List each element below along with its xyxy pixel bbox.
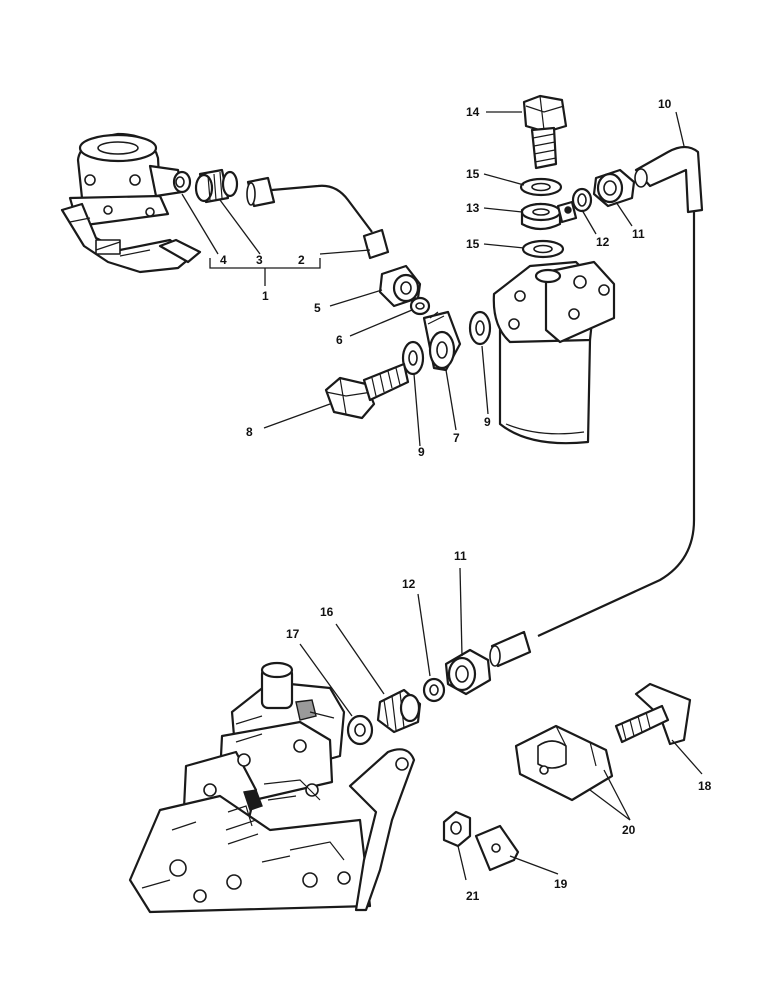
callout-9-right: 9 [484, 415, 491, 429]
callout-8: 8 [246, 425, 253, 439]
callout-2: 2 [298, 253, 305, 267]
fuel-lift-pump [60, 132, 202, 274]
part-2-sleeve-b [362, 228, 390, 260]
part-21-nut [442, 810, 472, 848]
callout-12-lower: 12 [402, 577, 416, 591]
part-6-olive [409, 296, 431, 316]
callout-15-lower: 15 [466, 237, 480, 251]
callout-15-upper: 15 [466, 167, 480, 181]
part-4-washer [172, 170, 192, 194]
callout-3: 3 [256, 253, 263, 267]
part-8-banjo-bolt [324, 362, 410, 420]
callout-20: 20 [622, 823, 636, 837]
part-16-connector [376, 688, 422, 734]
callout-5: 5 [314, 301, 321, 315]
fuel-filter [492, 260, 616, 445]
callout-18: 18 [698, 779, 712, 793]
callout-11-lower: 11 [454, 549, 467, 563]
leader-lines [263, 111, 703, 881]
callout-13: 13 [466, 201, 480, 215]
part-9-washer-right [468, 310, 492, 346]
part-10-fuel-pipe [489, 145, 704, 668]
part-17-washer [346, 714, 374, 746]
callout-14: 14 [466, 105, 480, 119]
part-11-union-nut-upper [592, 168, 636, 208]
callout-6: 6 [336, 333, 343, 347]
callout-11-upper: 11 [632, 227, 645, 241]
part-14-banjo-bolt [522, 94, 568, 170]
callout-17: 17 [286, 627, 300, 641]
callout-labels: 1 2 3 4 5 6 7 8 9 9 10 11 11 12 12 13 14… [220, 97, 712, 903]
part-18-clip-bolt [614, 682, 692, 746]
callout-16: 16 [320, 605, 334, 619]
part-12-olive-upper [571, 187, 593, 213]
callout-7: 7 [453, 431, 460, 445]
callout-4: 4 [220, 253, 227, 267]
part-13-banjo-fitting [520, 200, 578, 231]
part-2-sleeve-a [246, 176, 276, 208]
part-19-clip-plate [474, 824, 520, 872]
part-20-pipe-clip [514, 724, 614, 802]
part-9-washer-left [401, 340, 425, 376]
part-15-washer-lower [521, 239, 565, 259]
part-7-banjo [422, 310, 462, 372]
callout-12-upper: 12 [596, 235, 610, 249]
fuel-injection-pump [128, 661, 416, 914]
pump-outlet-pipe [271, 184, 373, 233]
part-3-banjo-union [194, 168, 239, 204]
part-12-olive-lower [422, 677, 446, 703]
callout-9-left: 9 [418, 445, 425, 459]
part-11-union-nut-lower [444, 648, 492, 696]
callout-19: 19 [554, 877, 568, 891]
callout-21: 21 [466, 889, 480, 903]
part-15-washer-upper [519, 177, 563, 197]
callout-1: 1 [262, 289, 269, 303]
callout-10: 10 [658, 97, 672, 111]
